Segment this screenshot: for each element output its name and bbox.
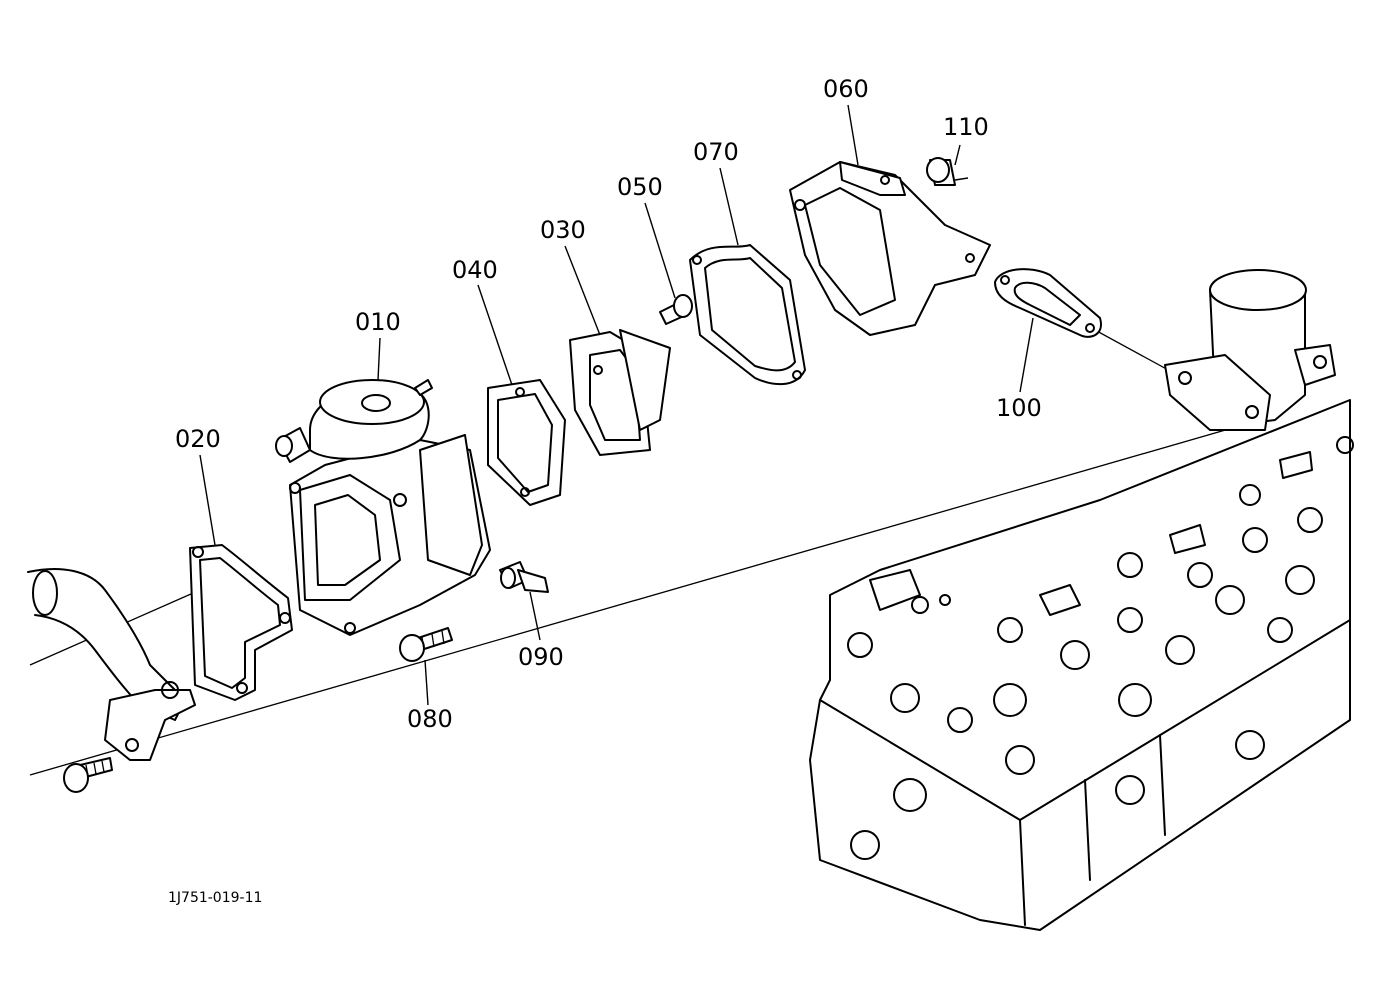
gasket-070	[689, 244, 806, 386]
water-pipe	[27, 568, 196, 761]
bolt-110	[926, 157, 969, 186]
callout-010: 010	[355, 308, 401, 336]
temperature-sensor-090	[499, 561, 549, 593]
bolt-080	[399, 627, 453, 662]
thermostat-housing-010	[275, 379, 491, 636]
leader-lines	[199, 104, 1034, 706]
callout-090: 090	[518, 643, 564, 671]
callout-020: 020	[175, 425, 221, 453]
callout-110: 110	[943, 113, 989, 141]
thermostat-030	[569, 329, 671, 456]
callout-040: 040	[452, 256, 498, 284]
callout-030: 030	[540, 216, 586, 244]
callout-100: 100	[996, 394, 1042, 422]
head-ports	[850, 436, 1354, 860]
callout-070: 070	[693, 138, 739, 166]
callout-060: 060	[823, 75, 869, 103]
callout-labels: 010 020 030 040 050 060 070 080 090 100 …	[175, 75, 1042, 733]
gasket-020	[189, 544, 293, 701]
callout-080: 080	[407, 705, 453, 733]
cylinder-head	[809, 269, 1354, 931]
callout-050: 050	[617, 173, 663, 201]
flange-bolt-left	[63, 757, 113, 793]
gasket-040	[487, 379, 566, 506]
thermostat-cover-060	[789, 161, 991, 336]
gasket-100	[994, 268, 1102, 338]
diagram-code: 1J751-019-11	[168, 890, 262, 906]
bolt-050	[659, 294, 693, 325]
